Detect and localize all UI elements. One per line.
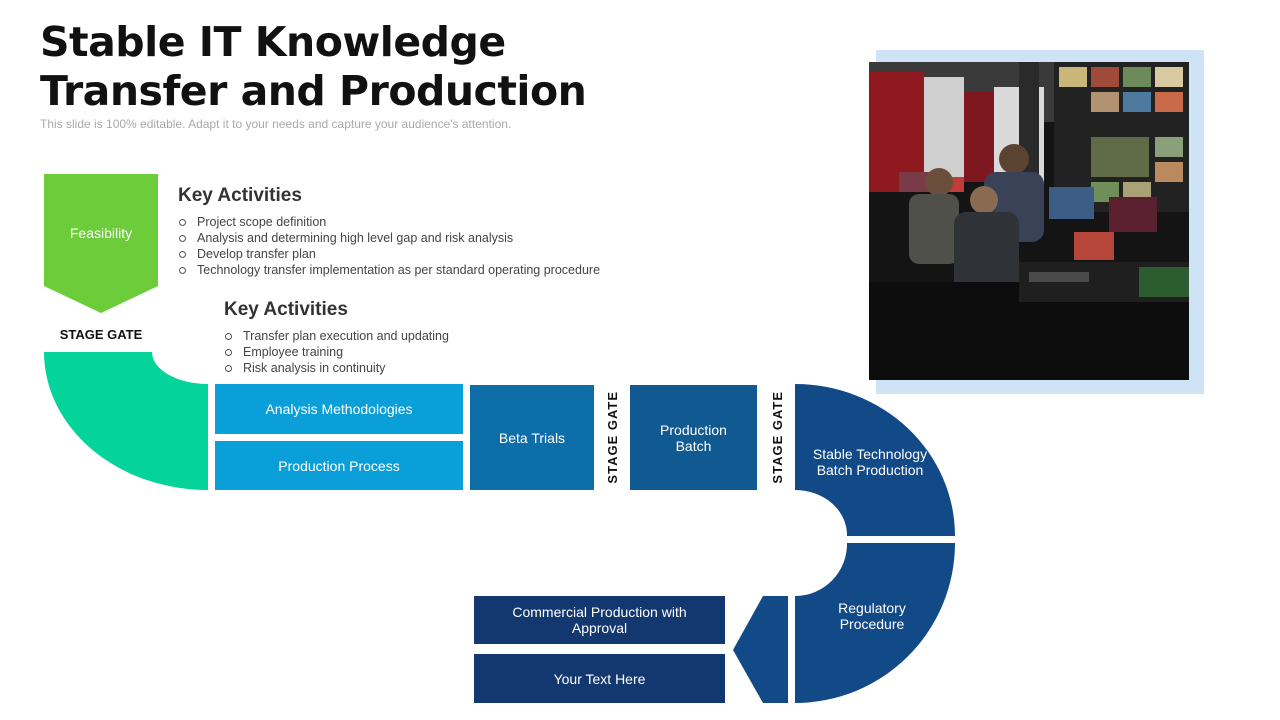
stable-technology-line-1: Stable Technology xyxy=(812,446,928,462)
stage-gate-2: STAGE GATE xyxy=(598,385,626,490)
control-room-photo xyxy=(869,62,1189,380)
list-item: Technology transfer implementation as pe… xyxy=(178,262,698,278)
your-text-label: Your Text Here xyxy=(553,670,646,687)
production-batch-line-1: Production xyxy=(660,421,727,438)
key-activities-list-1: Project scope definition Analysis and de… xyxy=(178,214,698,278)
production-batch-label: Production Batch xyxy=(630,385,757,490)
regulatory-line-1: Regulatory xyxy=(838,600,906,616)
stage-gate-3: STAGE GATE xyxy=(763,385,791,490)
key-activities-2: Key Activities Transfer plan execution a… xyxy=(224,299,644,376)
stable-technology-label: Stable Technology Batch Production xyxy=(800,440,940,484)
regulatory-line-2: Procedure xyxy=(839,616,905,632)
commercial-production-box xyxy=(474,596,725,644)
stage-gate-label-2: STAGE GATE xyxy=(604,391,620,484)
commercial-line-1: Commercial Production with xyxy=(512,604,687,620)
stable-technology-arc xyxy=(795,384,955,536)
stage-arc-teal xyxy=(44,352,208,490)
production-batch-line-2: Batch xyxy=(675,437,712,454)
title-line-1: Stable IT Knowledge xyxy=(40,18,506,66)
title-line-2: Transfer and Production xyxy=(40,67,587,115)
analysis-methodologies-label: Analysis Methodologies xyxy=(265,401,413,417)
stable-technology-line-2: Batch Production xyxy=(816,462,924,478)
list-item: Develop transfer plan xyxy=(178,246,698,262)
commercial-production-label: Commercial Production with Approval xyxy=(474,596,725,644)
subtitle: This slide is 100% editable. Adapt it to… xyxy=(40,117,512,131)
list-item: Transfer plan execution and updating xyxy=(224,328,644,344)
production-process-box xyxy=(215,441,463,490)
stage-gate-label-1: STAGE GATE xyxy=(59,327,143,342)
beta-trials-label: Beta Trials xyxy=(498,429,566,446)
key-activities-heading-2: Key Activities xyxy=(224,299,348,320)
left-arrow-shape xyxy=(733,596,788,703)
list-item: Project scope definition xyxy=(178,214,698,230)
feasibility-label: Feasibility xyxy=(69,225,133,241)
list-item: Analysis and determining high level gap … xyxy=(178,230,698,246)
regulatory-procedure-arc xyxy=(795,543,955,703)
list-item: Employee training xyxy=(224,344,644,360)
control-room-illustration xyxy=(869,62,1189,380)
key-activities-heading-1: Key Activities xyxy=(178,185,302,206)
page-title: Stable IT Knowledge Transfer and Product… xyxy=(40,18,660,116)
feasibility-shape xyxy=(44,174,158,313)
production-batch-box xyxy=(630,385,757,490)
key-activities-list-2: Transfer plan execution and updating Emp… xyxy=(224,328,644,376)
production-process-label: Production Process xyxy=(278,457,400,474)
your-text-box xyxy=(474,654,725,703)
key-activities-1: Key Activities Project scope definition … xyxy=(178,185,698,278)
regulatory-procedure-label: Regulatory Procedure xyxy=(812,594,932,638)
analysis-methodologies-box xyxy=(215,384,463,434)
commercial-line-2: Approval xyxy=(571,620,628,636)
list-item: Risk analysis in continuity xyxy=(224,360,644,376)
stage-gate-label-3: STAGE GATE xyxy=(769,391,785,484)
beta-trials-box xyxy=(470,385,594,490)
